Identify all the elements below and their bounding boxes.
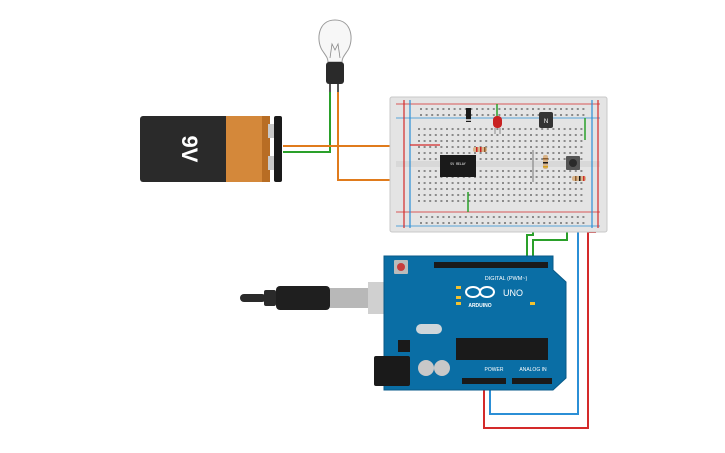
power-label: POWER xyxy=(485,367,504,373)
led-on xyxy=(530,302,535,305)
diode[interactable] xyxy=(466,108,471,122)
pushbutton-cap xyxy=(569,159,577,167)
analog-in-label: ANALOG IN xyxy=(519,367,547,373)
usb-cable[interactable] xyxy=(240,282,406,314)
arduino-logo: ARDUINO xyxy=(465,286,495,309)
battery-label: 9V xyxy=(177,136,202,163)
svg-text:N: N xyxy=(544,119,548,125)
usb-connector-metal xyxy=(330,288,368,308)
pushbutton[interactable] xyxy=(566,156,580,170)
wire-green-battery-to-bulb[interactable] xyxy=(283,90,331,153)
digital-header xyxy=(434,262,548,268)
reset-button[interactable] xyxy=(397,263,405,271)
resistor-2[interactable] xyxy=(543,155,548,169)
battery-terminal-positive xyxy=(268,124,276,138)
red-led[interactable] xyxy=(493,116,502,134)
battery-snap-connector xyxy=(274,116,282,182)
bulb-socket xyxy=(326,62,344,84)
crystal-oscillator xyxy=(416,324,442,334)
power-header xyxy=(462,378,506,384)
led-l xyxy=(456,286,461,289)
breadboard-trench xyxy=(396,161,600,167)
capacitor-1 xyxy=(418,360,434,376)
digital-pins-label: DIGITAL (PWM~) xyxy=(485,276,528,282)
light-bulb[interactable] xyxy=(318,19,352,92)
transistor[interactable]: N xyxy=(539,112,553,128)
voltage-regulator xyxy=(398,340,410,352)
uno-model-label: UNO xyxy=(503,288,523,298)
breadboard[interactable] xyxy=(389,96,608,233)
analog-header xyxy=(512,378,552,384)
battery-9v[interactable]: 9V xyxy=(140,116,282,182)
bulb-filament xyxy=(329,42,341,59)
breadboard-holes xyxy=(418,108,585,224)
atmega-chip xyxy=(456,338,548,360)
arduino-brand-label: ARDUINO xyxy=(468,303,491,309)
arduino-uno[interactable]: DIGITAL (PWM~) ARDUINO UNO POWER ANALOG … xyxy=(374,255,567,391)
resistor-3[interactable] xyxy=(572,176,586,181)
capacitor-2 xyxy=(434,360,450,376)
battery-terminal-negative xyxy=(268,156,276,170)
breadboard-jumpers xyxy=(410,104,586,212)
power-jack xyxy=(374,356,410,386)
led-rx xyxy=(456,302,461,305)
resistor-1[interactable] xyxy=(473,147,487,152)
led-tx xyxy=(456,296,461,299)
relay-label: 5V RELAY xyxy=(450,162,465,166)
relay[interactable]: 5V RELAY xyxy=(440,155,476,177)
